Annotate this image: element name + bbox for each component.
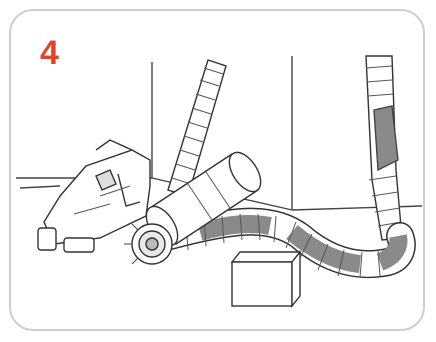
step-number: 4 <box>40 36 59 70</box>
vacuum-machine <box>38 140 150 252</box>
hose-nozzle <box>124 224 172 264</box>
cardboard-box <box>232 252 300 306</box>
right-duct <box>366 56 402 240</box>
